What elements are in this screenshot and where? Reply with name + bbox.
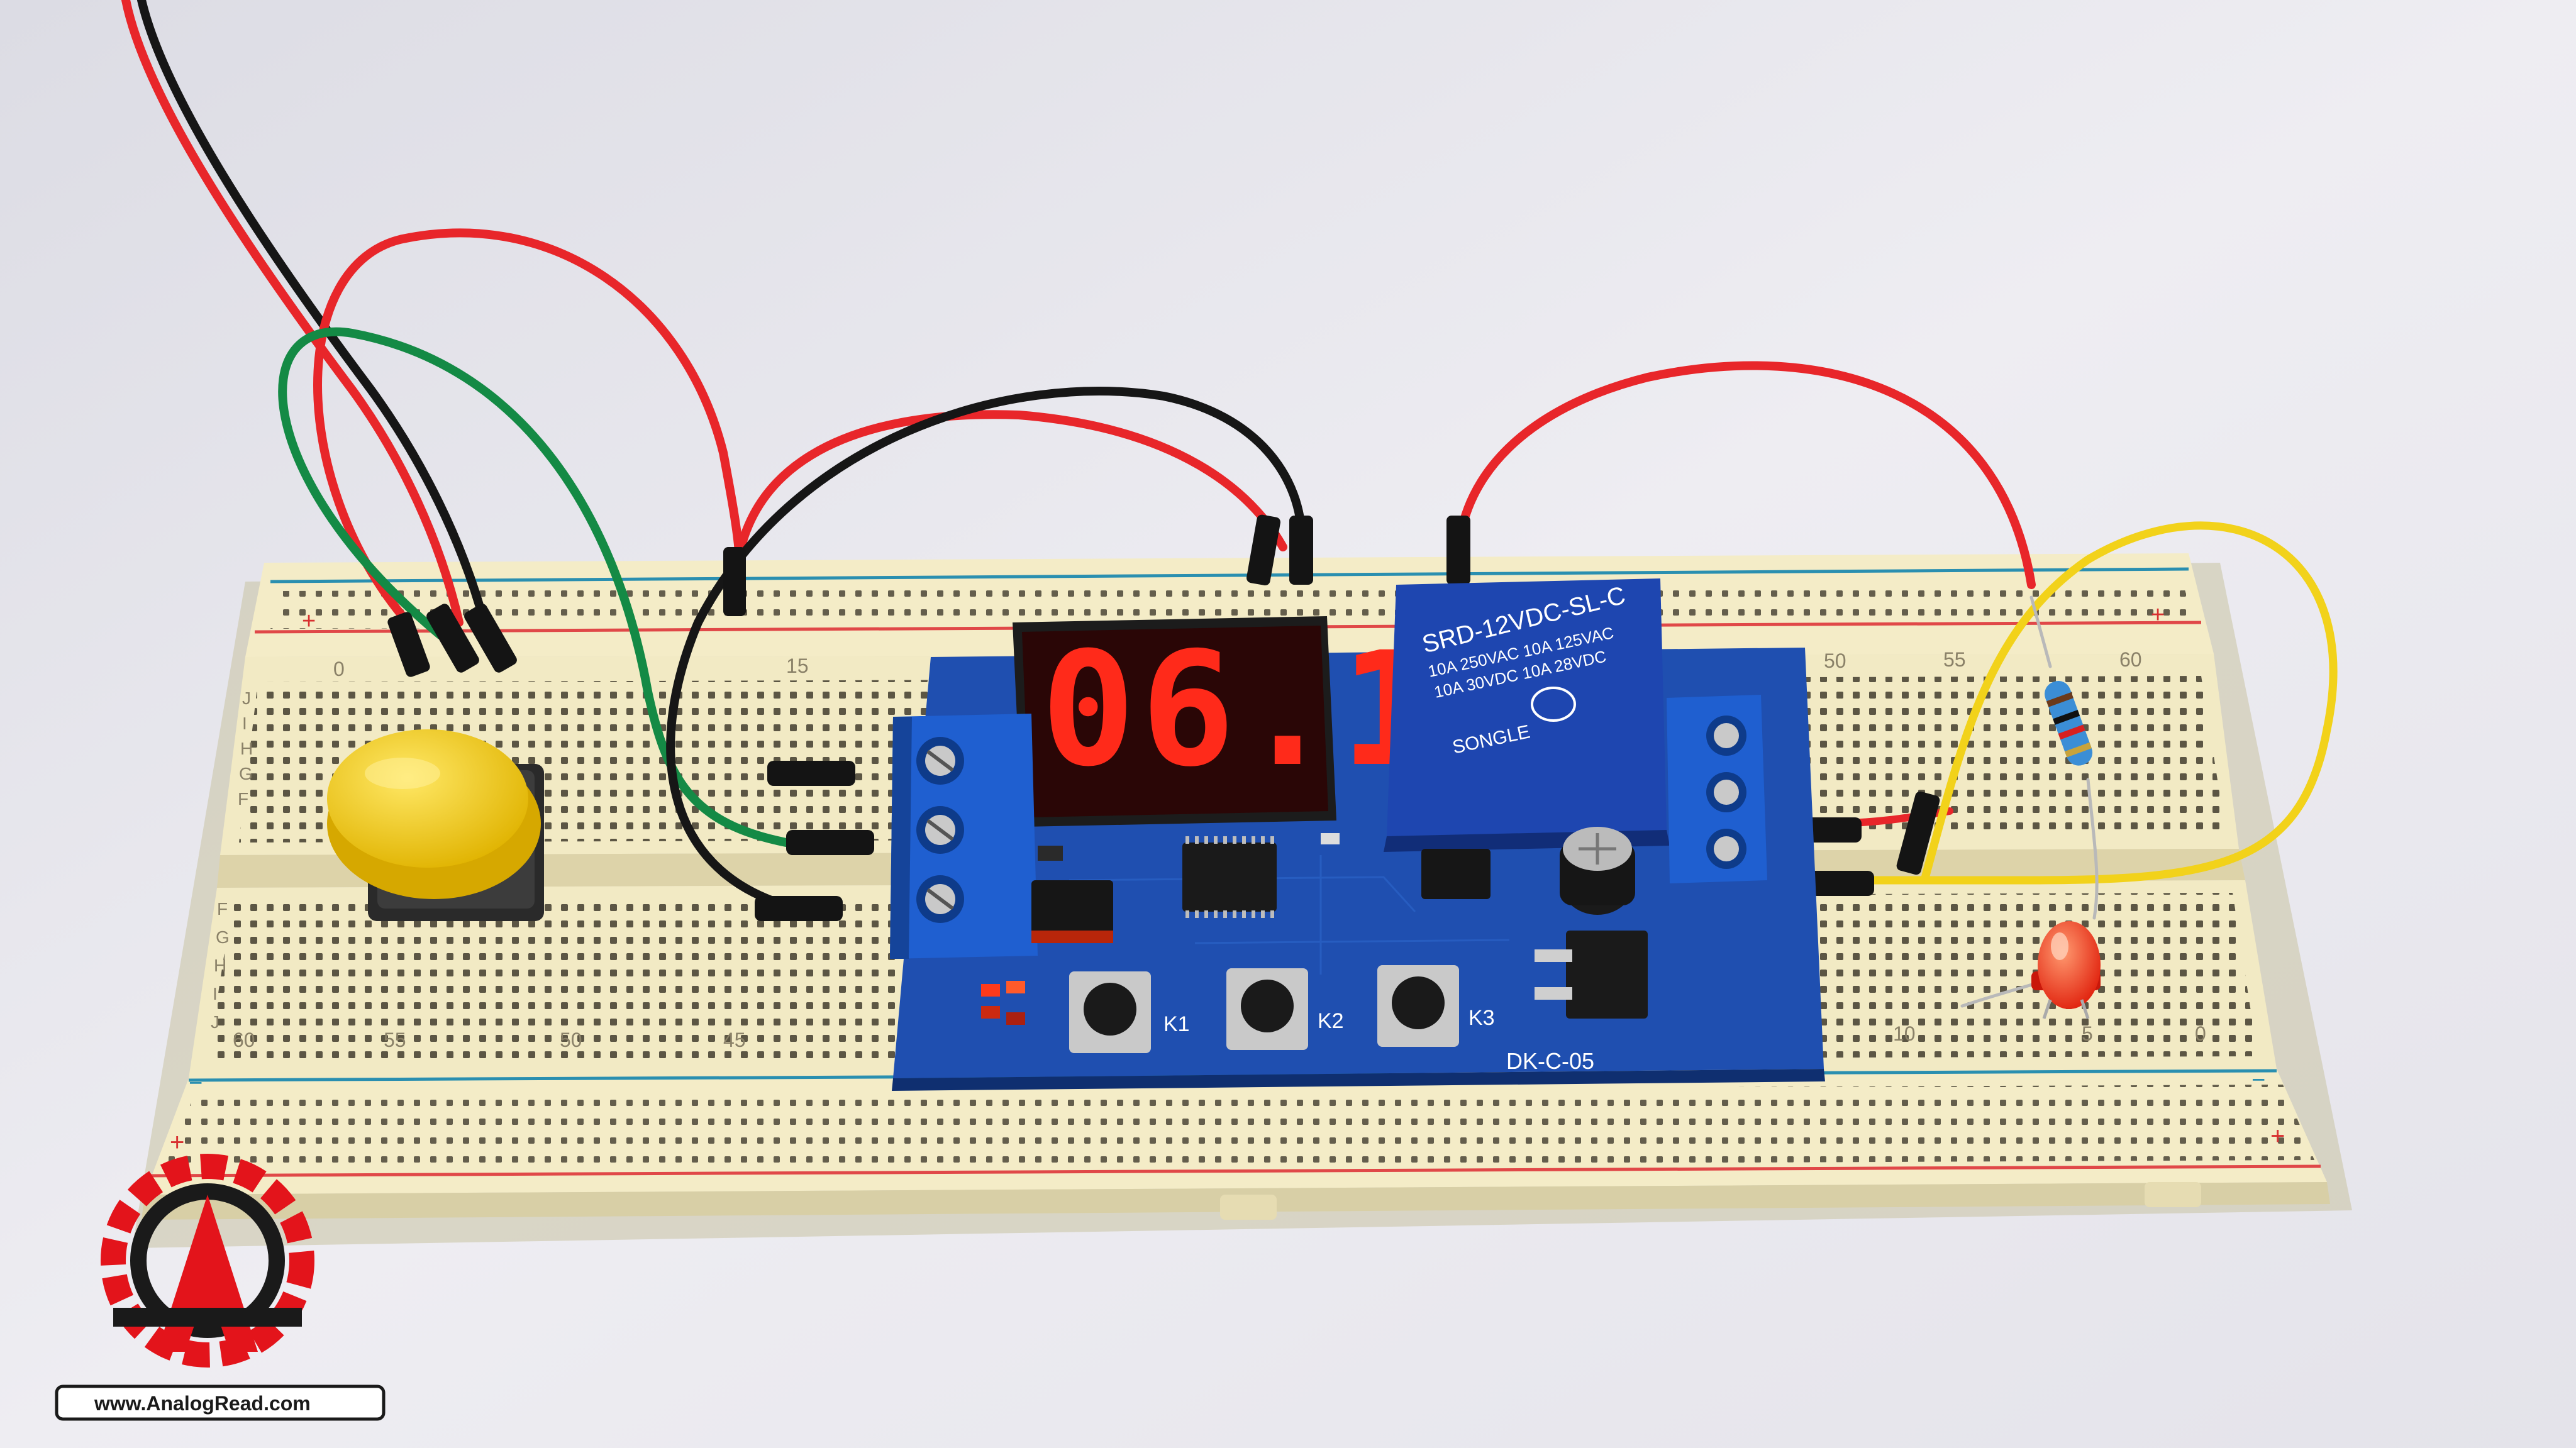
rail-minus-bottom-right: − <box>2251 1067 2265 1093</box>
button-k2[interactable]: K2 <box>1226 968 1344 1050</box>
col-number: 60 <box>233 1029 255 1051</box>
seven-segment-display: 06.1 <box>1013 616 1440 827</box>
watermark-url: www.AnalogRead.com <box>94 1392 311 1415</box>
module-name: DK-C-05 <box>1506 1048 1594 1074</box>
col-number: 5 <box>2082 1022 2093 1045</box>
row-letter: F <box>238 789 248 809</box>
row-letter: I <box>242 714 247 733</box>
row-letter: G <box>239 764 253 783</box>
screw-terminal-right <box>1667 695 1767 883</box>
wire-red-right <box>1455 361 2036 589</box>
display-value: 06.1 <box>1041 618 1440 801</box>
rail-plus-top-left: + <box>302 608 316 634</box>
microcontroller-chip <box>1182 836 1277 918</box>
wire-red-supply <box>121 0 464 627</box>
rail-plus-bottom-left: + <box>170 1129 184 1156</box>
timer-relay-module: 06.1 SRD-12VDC-SL-C 10A 250VAC 10A 125VA… <box>890 578 1825 1091</box>
col-number: 0 <box>2195 1022 2206 1045</box>
rail-plus-top-right: + <box>2151 602 2165 628</box>
wire-black-ground <box>666 387 1306 910</box>
relay: SRD-12VDC-SL-C 10A 250VAC 10A 125VAC 10A… <box>1384 578 1670 852</box>
button-k1[interactable]: K1 <box>1069 971 1190 1053</box>
optocoupler-2 <box>1421 849 1491 899</box>
wire-red-loop <box>313 228 744 621</box>
row-letter: H <box>214 956 226 975</box>
red-led <box>2031 921 2101 1019</box>
row-letter: I <box>213 984 218 1003</box>
col-number: 55 <box>1943 648 1966 671</box>
col-number: 50 <box>1824 649 1846 672</box>
wire-black-supply <box>137 0 489 627</box>
gear-icon <box>101 1154 314 1368</box>
button-k3[interactable]: K3 <box>1377 965 1495 1047</box>
button-k2-label: K2 <box>1318 1009 1344 1033</box>
rail-minus-bottom-left: − <box>189 1070 203 1097</box>
row-letter: J <box>242 688 251 708</box>
analogread-logo: www.AnalogRead.com <box>55 1154 386 1421</box>
row-letter: J <box>211 1012 219 1032</box>
col-number: 10 <box>1893 1022 1916 1045</box>
voltage-regulator <box>1535 931 1648 1019</box>
col-number: 60 <box>2119 648 2142 671</box>
resistor <box>2045 681 2093 766</box>
col-number: 45 <box>723 1029 746 1051</box>
yellow-push-button[interactable] <box>327 729 544 921</box>
wire-red-middle <box>731 410 1287 608</box>
col-number: 55 <box>384 1029 406 1051</box>
row-letter: H <box>240 739 253 758</box>
rail-plus-bottom-right: + <box>2270 1122 2285 1150</box>
optocoupler <box>1031 880 1113 937</box>
row-letter: F <box>217 899 228 919</box>
col-number: 0 <box>333 658 345 680</box>
wire-yellow <box>1819 521 2338 885</box>
ul-logo-icon <box>1531 687 1576 722</box>
button-k3-label: K3 <box>1468 1006 1495 1030</box>
button-k1-label: K1 <box>1163 1012 1190 1036</box>
col-number: 15 <box>786 655 809 677</box>
jumper-wires <box>121 0 2338 1008</box>
status-leds <box>981 981 1025 1025</box>
screw-terminal-left <box>890 714 1038 959</box>
row-letter: G <box>216 927 230 947</box>
capacitor <box>1560 827 1635 915</box>
col-number: 50 <box>560 1029 582 1051</box>
